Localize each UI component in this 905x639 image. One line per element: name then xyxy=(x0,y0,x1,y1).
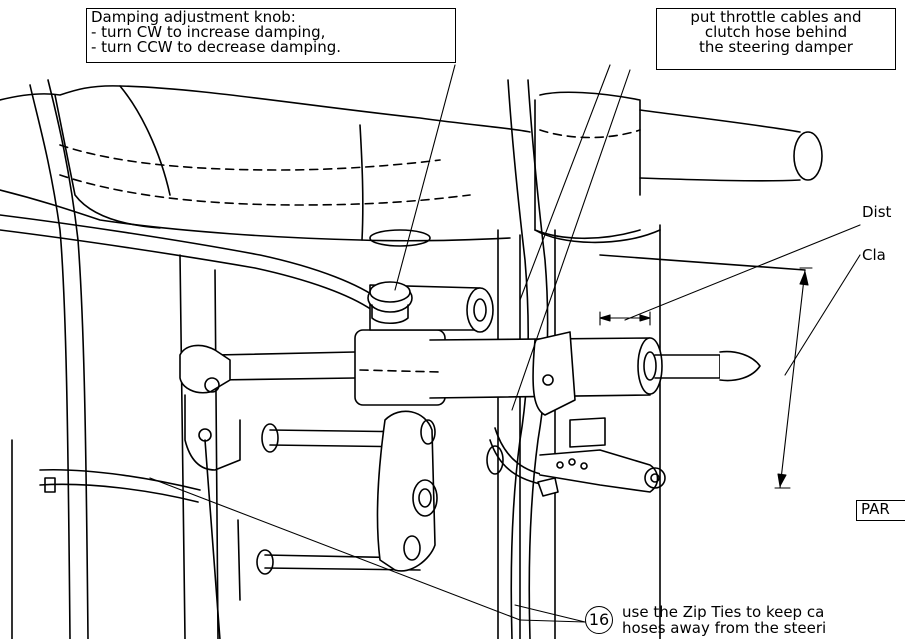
damping-ccw-text: - turn CCW to decrease damping. xyxy=(91,38,341,56)
throttle-line-1: put throttle cables and xyxy=(690,8,862,26)
zip-note-line-1: use the Zip Ties to keep ca xyxy=(622,603,825,621)
damping-knob xyxy=(367,281,413,325)
throttle-line-3: the steering damper xyxy=(699,38,853,56)
top-triple-clamp xyxy=(0,85,531,247)
right-fork-tube xyxy=(497,224,806,639)
zip-note-line-2: hoses away from the steeri xyxy=(622,619,827,637)
dist-label: Dist xyxy=(862,203,892,221)
zip-tie-left xyxy=(39,468,201,503)
left-fork-tube xyxy=(11,79,219,639)
linkage xyxy=(256,410,438,575)
left-cables xyxy=(0,214,381,311)
right-clamp xyxy=(486,331,666,497)
leader-lines xyxy=(149,64,861,623)
left-bracket xyxy=(179,344,241,639)
part-label: PAR xyxy=(856,500,905,521)
throttle-line-2: clutch hose behind xyxy=(704,23,848,41)
damping-title: Damping adjustment knob: xyxy=(91,8,296,26)
steering-damper xyxy=(214,284,761,406)
dimension-lines xyxy=(599,267,813,489)
handlebar xyxy=(534,91,823,240)
damping-callout: Damping adjustment knob: - turn CW to in… xyxy=(86,8,456,63)
throttle-callout: put throttle cables and clutch hose behi… xyxy=(656,8,896,70)
damping-cw-text: - turn CW to increase damping, xyxy=(91,23,326,41)
item-balloon: 16 xyxy=(585,606,613,634)
cla-label: Cla xyxy=(862,246,886,264)
